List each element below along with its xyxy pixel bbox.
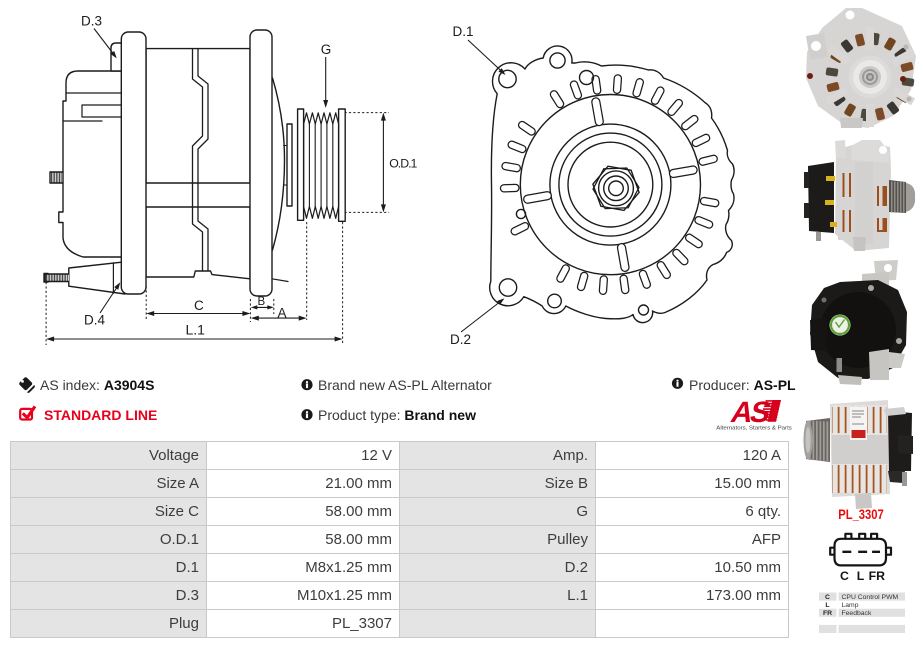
- svg-text:B: B: [258, 296, 266, 308]
- svg-text:L.1: L.1: [186, 322, 206, 338]
- svg-text:FR: FR: [869, 569, 886, 583]
- svg-text:C: C: [840, 569, 849, 583]
- svg-text:L: L: [857, 569, 865, 583]
- svg-text:O.D.1: O.D.1: [389, 157, 417, 171]
- svg-text:G: G: [321, 42, 332, 57]
- svg-text:Alternators, Starters & Parts: Alternators, Starters & Parts: [716, 425, 792, 431]
- svg-text:Feedback: Feedback: [842, 610, 872, 617]
- svg-text:CPU Control PWM: CPU Control PWM: [842, 594, 899, 601]
- svg-text:C: C: [194, 298, 204, 313]
- svg-text:Lamp: Lamp: [842, 602, 859, 609]
- svg-text:FR: FR: [823, 610, 832, 617]
- svg-text:D.2: D.2: [450, 332, 471, 347]
- svg-text:A: A: [278, 306, 287, 321]
- svg-text:C: C: [825, 594, 830, 601]
- svg-text:D.4: D.4: [84, 313, 106, 328]
- svg-text:D.3: D.3: [81, 14, 102, 29]
- svg-text:PL_3307: PL_3307: [838, 506, 884, 522]
- svg-text:L: L: [825, 602, 829, 609]
- svg-text:D.1: D.1: [453, 24, 474, 39]
